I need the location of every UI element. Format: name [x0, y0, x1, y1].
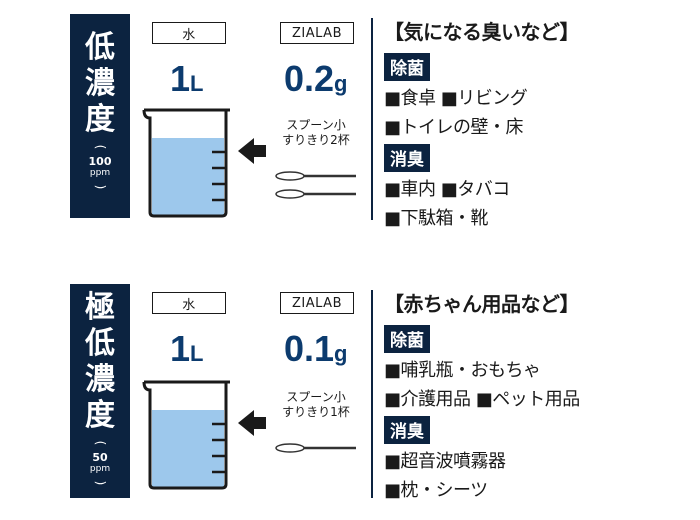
spoon-icon	[275, 171, 356, 199]
paren-open: (	[93, 440, 107, 446]
ultra-low-concentration-section: 極 低 濃 度 ( 50 ppm ) 水 ZIALAB 1L 0.1g スプーン…	[0, 272, 700, 512]
zialab-amount: 0.2g	[284, 58, 348, 99]
concentration-label-bar: 低 濃 度 ( 100 ppm )	[70, 14, 130, 218]
usage-title: 【気になる臭いなど】	[384, 20, 580, 44]
paren-close: )	[93, 480, 107, 486]
spoon-instruction: スプーン小 すりきり1杯	[282, 390, 350, 419]
usage-line: ■車内 ■タバコ	[384, 179, 510, 200]
label-char: 濃	[85, 362, 115, 397]
water-amount: 1L	[170, 328, 204, 369]
usage-line: ■下駄箱・靴	[384, 208, 489, 229]
concentration-label-bar: 極 低 濃 度 ( 50 ppm )	[70, 284, 130, 498]
usage-info: 【赤ちゃん用品など】 除菌 ■哺乳瓶・おもちゃ ■介護用品 ■ペット用品 消臭 …	[384, 288, 684, 505]
zialab-label: ZIALAB	[280, 22, 354, 44]
vertical-divider	[371, 18, 373, 220]
usage-line: ■超音波噴霧器	[384, 451, 506, 472]
label-char: 濃	[85, 66, 115, 101]
label-char: 度	[85, 102, 115, 137]
spoon-instruction: スプーン小 すりきり2杯	[282, 118, 350, 147]
ppm-value: 100	[88, 155, 112, 168]
usage-info: 【気になる臭いなど】 除菌 ■食卓 ■リビング ■トイレの壁・床 消臭 ■車内 …	[384, 16, 684, 233]
arrow-left-icon	[238, 410, 266, 436]
usage-line: ■介護用品 ■ペット用品	[384, 389, 580, 410]
water-label: 水	[152, 22, 226, 44]
ppm-value: 50	[92, 451, 108, 464]
category-badge-disinfect: 除菌	[384, 325, 430, 353]
ppm-unit: ppm	[89, 168, 111, 178]
label-char: 極	[85, 290, 115, 325]
zialab-amount: 0.1g	[284, 328, 348, 369]
arrow-left-icon	[238, 138, 266, 164]
paren-open: (	[93, 144, 107, 150]
category-badge-deodorize: 消臭	[384, 144, 430, 172]
category-badge-disinfect: 除菌	[384, 53, 430, 81]
usage-line: ■食卓 ■リビング	[384, 88, 528, 109]
usage-title: 【赤ちゃん用品など】	[384, 292, 580, 316]
ppm-unit: ppm	[89, 464, 111, 474]
water-label: 水	[152, 292, 226, 314]
beaker-icon	[142, 380, 230, 490]
beaker-icon	[142, 108, 230, 218]
paren-close: )	[93, 184, 107, 190]
zialab-label: ZIALAB	[280, 292, 354, 314]
label-char: 低	[85, 30, 115, 65]
usage-line: ■枕・シーツ	[384, 480, 488, 501]
usage-line: ■哺乳瓶・おもちゃ	[384, 360, 541, 381]
label-char: 度	[85, 398, 115, 433]
vertical-divider	[371, 290, 373, 498]
category-badge-deodorize: 消臭	[384, 416, 430, 444]
usage-line: ■トイレの壁・床	[384, 117, 524, 138]
spoon-icon	[275, 443, 356, 453]
low-concentration-section: 低 濃 度 ( 100 ppm ) 水 ZIALAB 1L 0.2g スプーン小…	[0, 0, 700, 240]
water-amount: 1L	[170, 58, 204, 99]
label-char: 低	[85, 326, 115, 361]
